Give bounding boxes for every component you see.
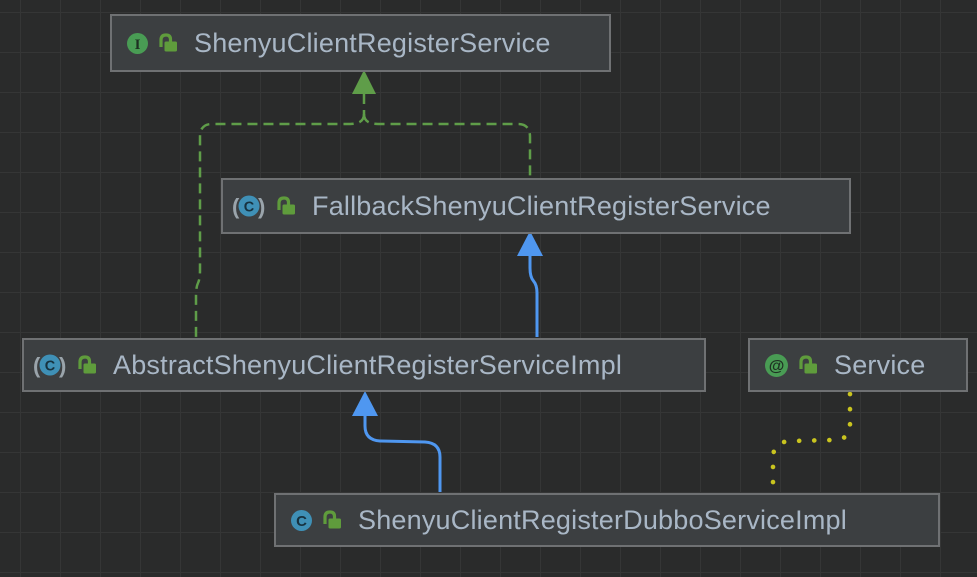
inheritance-edge-line[interactable] [528,256,539,337]
realization-edge-right-branch[interactable] [362,113,532,177]
svg-text:C: C [296,513,307,530]
abstract-class-icon: ( C ) [33,353,66,378]
realization-edge-left-branch[interactable] [194,113,366,337]
node-label: Service [834,349,926,380]
node-label: ShenyuClientRegisterService [194,27,551,58]
inheritance-edge-dubbo-to-abstract[interactable] [352,391,442,492]
svg-text:@: @ [769,358,785,375]
lock-open-icon [78,355,96,374]
lock-open-icon [277,196,295,215]
svg-text:): ) [258,194,265,219]
annotation-edge-line[interactable] [770,391,853,492]
class-icon: C [291,509,312,531]
lock-open-icon [323,510,341,529]
svg-text:C: C [244,200,255,216]
node-icons: ( C ) [32,351,97,379]
svg-text:(: ( [33,353,41,378]
node-label: ShenyuClientRegisterDubboServiceImpl [358,504,847,535]
realization-arrowhead[interactable] [352,70,376,94]
realization-edge[interactable] [194,70,532,337]
inheritance-arrowhead[interactable] [517,231,543,256]
annotation-edge[interactable] [770,391,853,492]
node-label: AbstractShenyuClientRegisterServiceImpl [113,349,623,380]
annotation-icon: @ [765,353,788,377]
inheritance-edge-abstract-to-fallback[interactable] [517,231,543,337]
svg-text:(: ( [232,194,240,219]
node-icons: I [126,32,178,55]
node-icons: @ [764,353,818,378]
lock-open-icon [799,355,817,374]
inheritance-arrowhead[interactable] [352,391,378,416]
svg-text:C: C [45,359,56,375]
node-label: FallbackShenyuClientRegisterService [312,190,771,221]
node-shenyu-client-register-service[interactable]: I ShenyuClientRegisterService [110,14,611,72]
node-abstract-shenyu-client-register-service-impl[interactable]: ( C ) AbstractShenyuClientRegisterServic… [22,338,706,392]
node-fallback-shenyu-client-register-service[interactable]: ( C ) FallbackShenyuClientRegisterServic… [221,178,851,234]
lock-open-icon [159,33,177,52]
svg-text:I: I [135,37,141,53]
node-service-annotation[interactable]: @ Service [748,338,968,392]
node-icons: ( C ) [231,192,296,220]
svg-text:): ) [59,353,66,378]
abstract-class-icon: ( C ) [232,194,265,219]
inheritance-edge-line[interactable] [363,416,442,492]
node-shenyu-client-register-dubbo-service-impl[interactable]: C ShenyuClientRegisterDubboServiceImpl [274,493,940,547]
node-icons: C [290,509,342,532]
interface-icon: I [127,32,148,54]
